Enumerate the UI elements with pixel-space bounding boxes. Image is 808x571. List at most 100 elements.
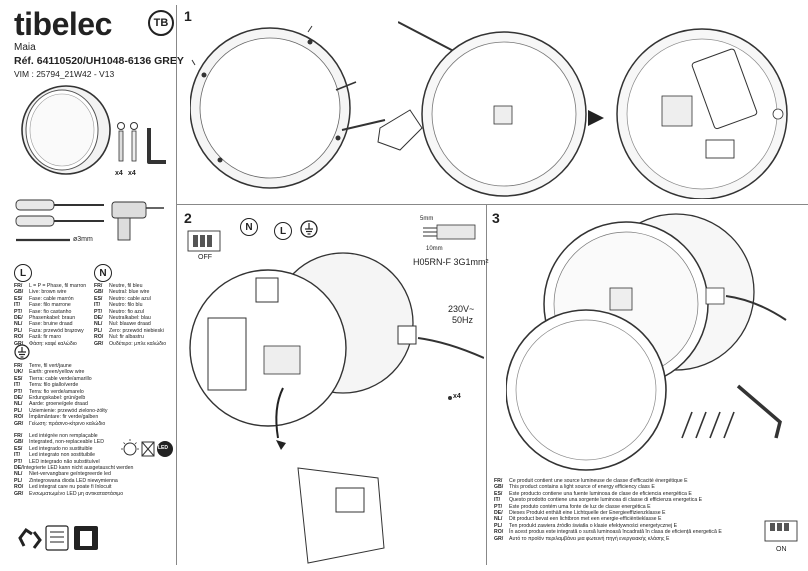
legend-led-row: RO/Led integrat care nu poate fi înlocui… <box>14 484 124 490</box>
language-code: NL/ <box>14 401 23 408</box>
step-1-number: 1 <box>184 8 192 24</box>
language-code: DE/ <box>14 465 23 472</box>
legend-live-row: IT/Fase: filo marrone <box>14 302 92 308</box>
language-code: RO/ <box>94 334 104 341</box>
legend-earth-row: GR/Γείωση: πράσινο-κίτρινο καλώδιο <box>14 421 174 427</box>
legend-live-text: Fase: bruine draad <box>29 321 73 328</box>
legend-live-row: FR/L = P = Phase, fil marron <box>14 283 92 289</box>
vim-code: VIM : 25794_21W42 - V13 <box>14 69 115 79</box>
legend-led-row: NL/Niet-vervangbare geïntegreerde led <box>14 471 124 477</box>
language-code: GR/ <box>14 420 24 427</box>
language-code: GB/ <box>494 484 504 491</box>
legend-neutral-text: Neutralkabel: blau <box>109 315 151 322</box>
energy-text: Ce produit contient une source lumineuse… <box>509 478 688 484</box>
legend-led-text: Integrierte LED kann nicht ausgetauscht … <box>22 465 134 472</box>
language-code: IT/ <box>494 497 501 504</box>
energy-text: Dit product bevat een lichtbron met een … <box>509 516 662 523</box>
language-code: FR/ <box>94 283 103 289</box>
language-code: FR/ <box>14 283 23 289</box>
column-divider <box>176 5 177 565</box>
energy-text: În acest produs este integrată o sursă l… <box>509 529 722 536</box>
step1-arrow <box>588 110 604 126</box>
legend-earth-row: IT/Terra: filo giallo/verde <box>14 382 174 388</box>
step-2-number: 2 <box>184 210 192 226</box>
language-code: GR/ <box>94 340 104 347</box>
legend-neutral-text: Neutro: fio azul <box>109 308 144 315</box>
reference-number: Réf. 64110520/UH1048-6136 GREY <box>14 55 184 67</box>
neutral-symbol: N <box>94 264 112 282</box>
language-code: GR/ <box>494 535 504 542</box>
step2-screws-count: x4 <box>453 393 461 400</box>
legend-live-text: Fase: cable marrón <box>29 295 74 302</box>
legend-live-row: PT/Fase: fio castanho <box>14 309 92 315</box>
energy-row: PT/Este produto contém uma fonte de luz … <box>494 504 756 510</box>
frequency-label: 50Hz <box>452 315 474 325</box>
breaker-switch-off <box>187 230 221 252</box>
legend-led-text: Niet-vervangbare geïntegreerde led <box>29 471 111 478</box>
language-code: GB/ <box>14 289 24 296</box>
legend-live-row: GB/Live: brown wire <box>14 289 92 295</box>
legend-neutral-row: NL/Nul: blauwe draad <box>94 321 176 327</box>
energy-row: PL/Ten produkt zawiera źródło światła o … <box>494 523 756 529</box>
drill-size: ø3mm <box>73 236 93 243</box>
energy-row: GB/This product contains a light source … <box>494 484 756 490</box>
language-code: DE/ <box>14 315 23 322</box>
legend-live-text: Live: brown wire <box>29 289 67 296</box>
step1-driver-view <box>616 28 788 199</box>
energy-text: Αυτό το προϊόν περιλαμβάνει μια φωτεινή … <box>509 535 670 542</box>
language-code: DE/ <box>14 395 23 402</box>
legend-earth-row: PT/Terra: fio verde/amarelo <box>14 389 174 395</box>
language-code: PT/ <box>14 388 23 395</box>
legend-live-text: Faza: przewód brązowy <box>29 327 84 334</box>
language-code: RO/ <box>14 334 24 341</box>
legend-neutral-row: ES/Neutro: cable azul <box>94 296 176 302</box>
legend-live-row: GR/Φάση: καφέ καλώδιο <box>14 341 92 347</box>
energy-row: NL/Dit product bevat een lichtbron met e… <box>494 516 756 522</box>
language-code: DE/ <box>494 510 503 517</box>
model-name: Maia <box>14 42 36 53</box>
step2-earth-icon <box>300 220 318 238</box>
language-code: GB/ <box>94 289 104 296</box>
language-code: PL/ <box>14 327 23 334</box>
breaker-off-label: OFF <box>198 254 212 261</box>
wire-strip-diagram <box>423 224 476 240</box>
language-code: FR/ <box>494 478 503 484</box>
legend-neutral-row: RO/Nul: fir albastru <box>94 334 176 340</box>
step2-neutral-symbol: N <box>240 218 258 236</box>
legend-neutral-row: GB/Neutral: blue wire <box>94 289 176 295</box>
legend-neutral-text: Ουδέτερο: μπλε καλώδιο <box>109 340 167 347</box>
legend-led-text: Led integrat care nu poate fi înlocuit <box>29 484 112 491</box>
legend-earth-text: Earth: green/yellow wire <box>29 369 85 376</box>
language-code: ES/ <box>94 295 103 302</box>
legend-earth-text: Γείωση: πράσινο-κίτρινο καλώδιο <box>29 420 106 427</box>
legend-live-row: ES/Fase: cable marrón <box>14 296 92 302</box>
energy-text: Ten produkt zawiera źródło światła o kla… <box>509 522 678 529</box>
led-icon-label: LED <box>158 445 168 451</box>
plugs-count: x4 <box>128 170 136 177</box>
language-code: IT/ <box>14 302 21 309</box>
language-code: GR/ <box>14 340 24 347</box>
legend-led-row: ES/Led integrado no sustituible <box>14 446 124 452</box>
legend-neutral-text: Neutre, fil bleu <box>109 283 143 289</box>
language-code: IT/ <box>94 302 101 309</box>
energy-text: Dieses Produkt enthält eine Lichtquelle … <box>509 510 666 517</box>
breaker-on-label: ON <box>776 546 787 553</box>
wire-strip-5mm: 5mm <box>420 216 434 222</box>
legend-neutral-row: GR/Ουδέτερο: μπλε καλώδιο <box>94 341 176 347</box>
legend-neutral-row: PL/Zero: przewód niebieski <box>94 328 176 334</box>
legend-earth-row: PL/Uziemienie: przewód zielono-żółty <box>14 408 174 414</box>
legend-led-row: PL/Zintegrowana dioda LED niewymienna <box>14 478 124 484</box>
energy-text: Este producto contiene una fuente lumino… <box>509 490 692 497</box>
energy-row: ES/Este producto contiene una fuente lum… <box>494 491 756 497</box>
step1-open-fixture <box>398 21 587 197</box>
language-code: RO/ <box>14 484 24 491</box>
led-icons <box>121 439 173 457</box>
legend-live-text: Fase: fio castanho <box>29 308 72 315</box>
language-code: ES/ <box>14 375 23 382</box>
step-divider <box>486 204 487 565</box>
legend-live-text: Fază: fir maro <box>29 334 61 341</box>
language-code: FR/ <box>14 363 23 369</box>
legend-led-row: GR/Ενσωματωμένο LED μη αντικαταστάσιμο <box>14 491 124 497</box>
